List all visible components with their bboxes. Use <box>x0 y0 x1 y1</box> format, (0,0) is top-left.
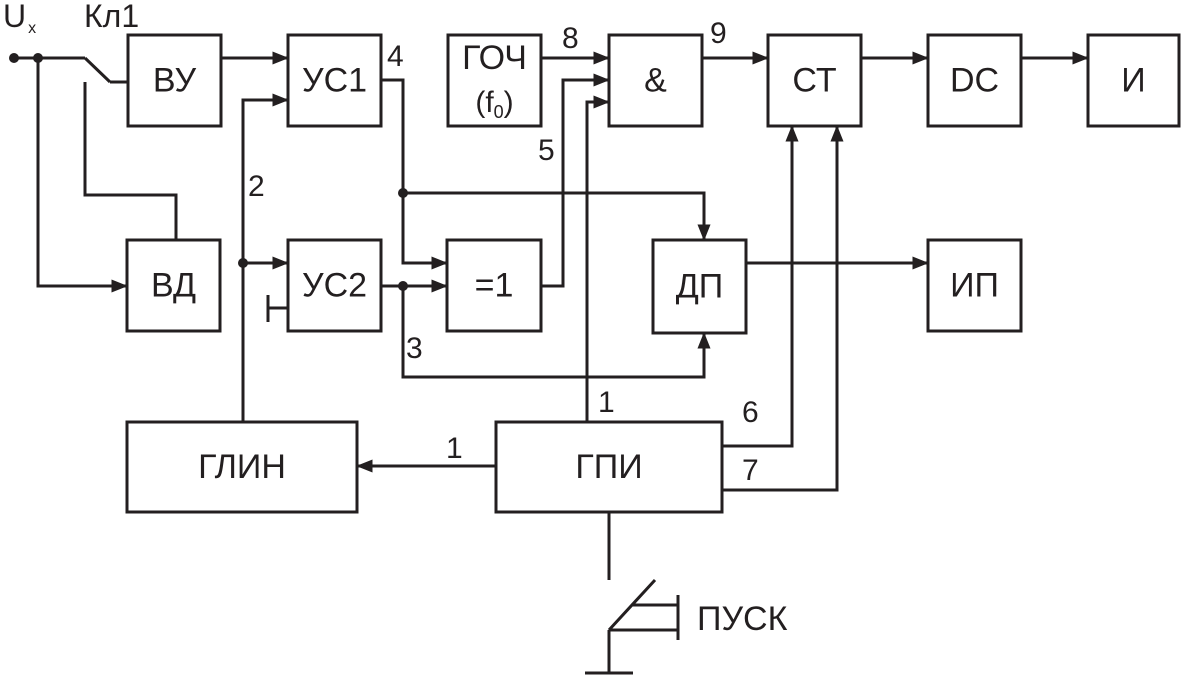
line-number-4: 4 <box>387 40 404 73</box>
line2-junction-dot <box>238 258 248 268</box>
block-st-label: СТ <box>792 62 836 100</box>
block-gpi-label: ГПИ <box>575 448 642 486</box>
line-number-1-top: 1 <box>598 386 615 419</box>
line-number-2: 2 <box>248 170 265 203</box>
gpi-to-st-line-6 <box>722 125 799 448</box>
us1-to-xor-line <box>381 78 448 270</box>
block-vd-label: ВД <box>151 267 196 305</box>
block-us1-label: УС1 <box>302 62 367 100</box>
block-us1: УС1 <box>286 33 383 128</box>
block-vd: ВД <box>125 238 222 333</box>
line-number-8: 8 <box>562 22 579 55</box>
block-ip: ИП <box>926 238 1023 333</box>
block-glin: ГЛИН <box>125 420 359 514</box>
block-ind-label: И <box>1121 62 1145 100</box>
block-and: & <box>607 33 704 128</box>
switch-link-line <box>83 82 178 241</box>
input-to-vd-line <box>36 58 128 293</box>
xor-to-and-line <box>541 73 610 288</box>
block-goch-label: ГОЧ <box>462 39 527 77</box>
block-dc: DC <box>926 33 1023 128</box>
block-goch-frequency: (f0) <box>475 86 513 122</box>
block-us2: УС2 <box>286 238 383 333</box>
block-gpi: ГПИ <box>494 420 724 514</box>
block-and-label: & <box>644 62 667 100</box>
block-dp-label: ДП <box>676 268 723 306</box>
gpi-to-and-line <box>585 95 610 422</box>
junctions <box>9 53 408 291</box>
block-vu: ВУ <box>126 33 223 128</box>
glin-to-us1-line <box>241 93 289 422</box>
switch-blade <box>83 56 112 84</box>
block-us2-label: УС2 <box>302 267 367 305</box>
line-number-7: 7 <box>742 454 759 487</box>
line4-junction-dot <box>398 188 408 198</box>
block-goch: ГОЧ (f0) <box>446 33 543 128</box>
wires <box>14 51 1089 675</box>
start-button-label: ПУСК <box>697 600 788 638</box>
line-number-1-left: 1 <box>446 432 463 465</box>
block-ind: И <box>1086 33 1181 128</box>
block-ip-label: ИП <box>950 267 999 305</box>
line-number-6: 6 <box>742 396 759 429</box>
switch-label: Кл1 <box>84 0 139 34</box>
us2-to-dp-line <box>401 286 711 379</box>
block-glin-label: ГЛИН <box>198 448 286 486</box>
block-xor: =1 <box>445 238 543 333</box>
line-number-9: 9 <box>710 17 727 50</box>
block-dc-label: DC <box>950 62 999 100</box>
line4-to-dp-line <box>403 191 711 241</box>
block-st: СТ <box>766 33 863 128</box>
input-terminal-dot <box>9 53 19 63</box>
block-vu-label: ВУ <box>153 62 197 100</box>
line-number-5: 5 <box>538 134 555 167</box>
line3-junction-dot <box>398 281 408 291</box>
input-junction-dot <box>33 53 43 63</box>
block-xor-label: =1 <box>475 267 514 305</box>
gpi-to-st-line-7 <box>722 125 844 492</box>
line-number-3: 3 <box>406 332 423 365</box>
block-dp: ДП <box>651 238 748 335</box>
